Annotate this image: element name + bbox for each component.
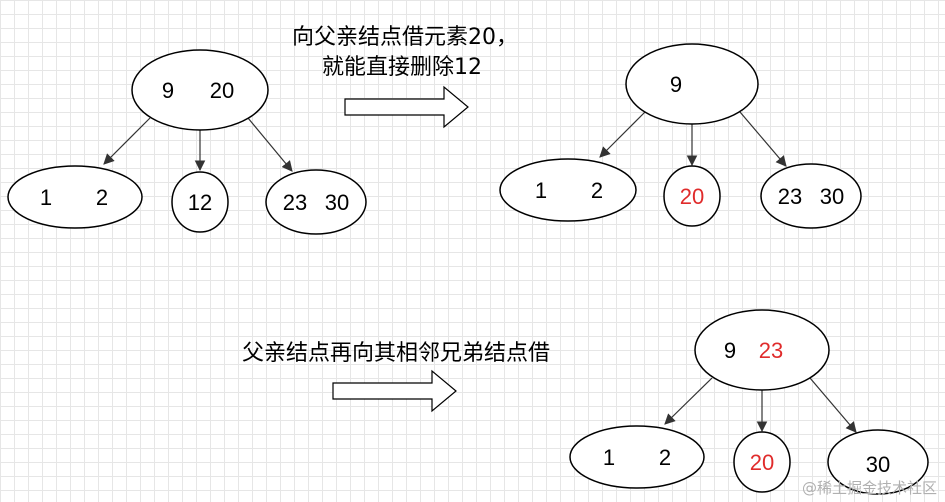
tree1-edge-right <box>247 117 293 172</box>
tree1-left-node: 1 2 <box>7 165 143 229</box>
tree2: 9 1 2 20 23 30 <box>499 43 862 229</box>
step1-caption-line2: 就能直接删除12 <box>322 55 482 80</box>
tree2-middle-node: 20 <box>663 165 721 227</box>
step1-caption-line1: 向父亲结点借元素20， <box>292 25 518 50</box>
watermark: @稀土掘金技术社区 <box>801 479 937 497</box>
tree3-edge-right <box>809 377 857 433</box>
tree1-middle-key1: 12 <box>188 190 212 215</box>
tree1-root-key1: 9 <box>162 78 174 103</box>
tree2-left-key2: 2 <box>591 178 603 203</box>
tree1-right-node: 23 30 <box>265 169 367 235</box>
tree3-root-key1: 9 <box>724 338 736 363</box>
tree1-right-key2: 30 <box>325 190 349 215</box>
tree2-edge-right <box>739 111 787 167</box>
tree3-left-node: 1 2 <box>569 425 705 489</box>
tree2-left-node: 1 2 <box>499 158 637 222</box>
tree3-edge-left <box>664 377 713 425</box>
tree2-root-node: 9 <box>625 43 759 125</box>
tree1-middle-node: 12 <box>171 171 229 233</box>
tree2-right-node: 23 30 <box>760 163 862 229</box>
tree3-left-key1: 1 <box>603 445 615 470</box>
step1-arrow <box>344 85 469 129</box>
tree3: 9 23 1 2 20 30 <box>569 309 929 495</box>
tree3-right-key1: 30 <box>866 452 890 477</box>
tree3-root-node: 9 23 <box>694 309 830 391</box>
tree1-right-key1: 23 <box>283 190 307 215</box>
tree2-left-key1: 1 <box>535 178 547 203</box>
step2-arrow <box>332 369 457 413</box>
step2-caption: 父亲结点再向其相邻兄弟结点借 <box>242 341 551 366</box>
tree3-left-key2: 2 <box>659 445 671 470</box>
tree3-right-node: 30 <box>827 429 929 495</box>
tree1-left-key1: 1 <box>40 185 52 210</box>
tree1-root-key2: 20 <box>210 78 234 103</box>
tree3-middle-node: 20 <box>733 431 791 493</box>
tree1-left-key2: 2 <box>96 185 108 210</box>
tree2-right-key1: 23 <box>778 184 802 209</box>
tree3-middle-key1: 20 <box>750 450 774 475</box>
tree2-edge-left <box>599 111 646 158</box>
tree1-root-node: 9 20 <box>131 49 269 131</box>
tree1: 9 20 1 2 12 23 30 <box>7 49 367 235</box>
tree2-root-key1: 9 <box>670 72 682 97</box>
tree2-right-key2: 30 <box>820 184 844 209</box>
tree1-edge-left <box>103 117 151 165</box>
tree3-root-key2: 23 <box>759 338 783 363</box>
tree2-middle-key1: 20 <box>680 184 704 209</box>
